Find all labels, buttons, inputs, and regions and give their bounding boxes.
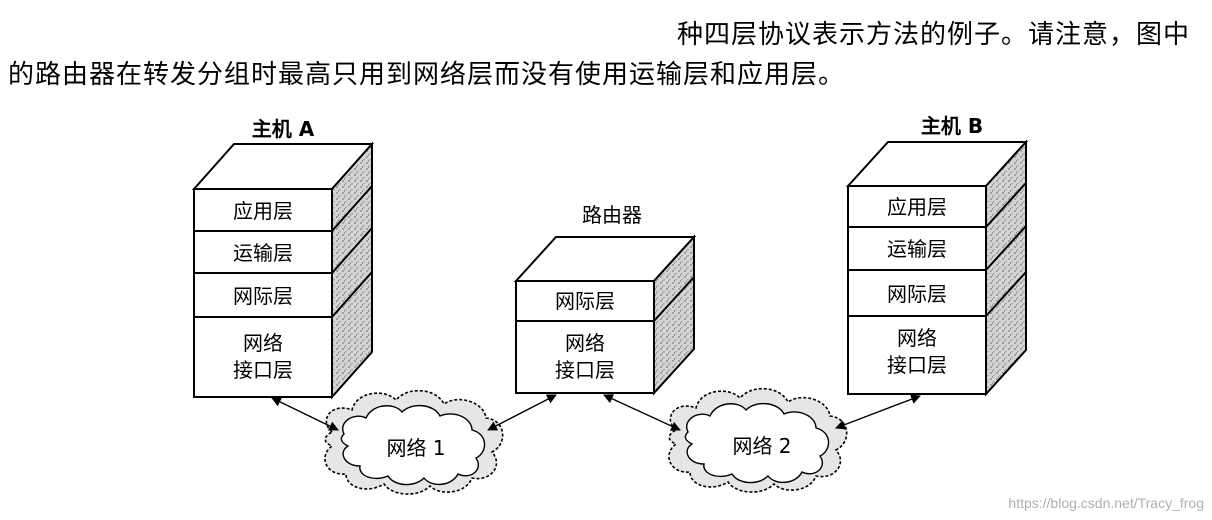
host-a-application-layer: 应用层	[233, 199, 293, 223]
router-netif-line2: 接口层	[555, 358, 615, 382]
link-host-a-network-1	[271, 397, 339, 431]
link-router-network-2	[603, 394, 681, 431]
host-b-application-layer: 应用层	[887, 195, 947, 219]
link-network-1-router	[487, 394, 557, 431]
link-network-2-host-b	[835, 394, 921, 430]
body-text-line-2: 的路由器在转发分组时最高只用到网络层而没有使用运输层和应用层。	[8, 60, 846, 90]
host-b-internet-layer: 网际层	[887, 282, 947, 306]
host-a-side-face	[331, 141, 373, 400]
router-internet-layer: 网际层	[555, 289, 615, 313]
host-a-netif-line2: 接口层	[233, 358, 293, 382]
network-2-cloud: 网络 2	[668, 387, 848, 493]
body-text-line-1: 种四层协议表示方法的例子。请注意，图中	[676, 20, 1190, 50]
router-netif-line1: 网络	[565, 331, 605, 355]
router-front	[515, 280, 655, 394]
host-a-netif-line1: 网络	[243, 331, 283, 355]
host-a-internet-layer: 网际层	[233, 284, 293, 308]
router-stack: 路由器 网际层 网络 接口层	[513, 203, 697, 396]
network-2-label: 网络 2	[732, 434, 791, 458]
network-1-label: 网络 1	[386, 436, 445, 460]
host-a-front	[193, 188, 333, 398]
host-b-title: 主机 B	[921, 114, 983, 138]
network-1-cloud: 网络 1	[324, 389, 504, 495]
host-b-front	[847, 185, 987, 395]
host-a-transport-layer: 运输层	[233, 241, 293, 265]
router-title: 路由器	[582, 203, 642, 227]
host-a-stack: 主机 A 应用层 运输层 网际层 网络 接口层	[191, 117, 375, 400]
host-b-netif-line1: 网络	[897, 326, 937, 350]
host-b-transport-layer: 运输层	[887, 237, 947, 261]
host-a-title: 主机 A	[252, 117, 315, 141]
watermark-url: https://blog.csdn.net/Tracy_frog	[1008, 495, 1204, 511]
host-b-stack: 主机 B 应用层 运输层 网际层 网络 接口层	[845, 114, 1029, 397]
host-b-side-face	[985, 139, 1027, 397]
host-b-netif-line2: 接口层	[887, 353, 947, 377]
